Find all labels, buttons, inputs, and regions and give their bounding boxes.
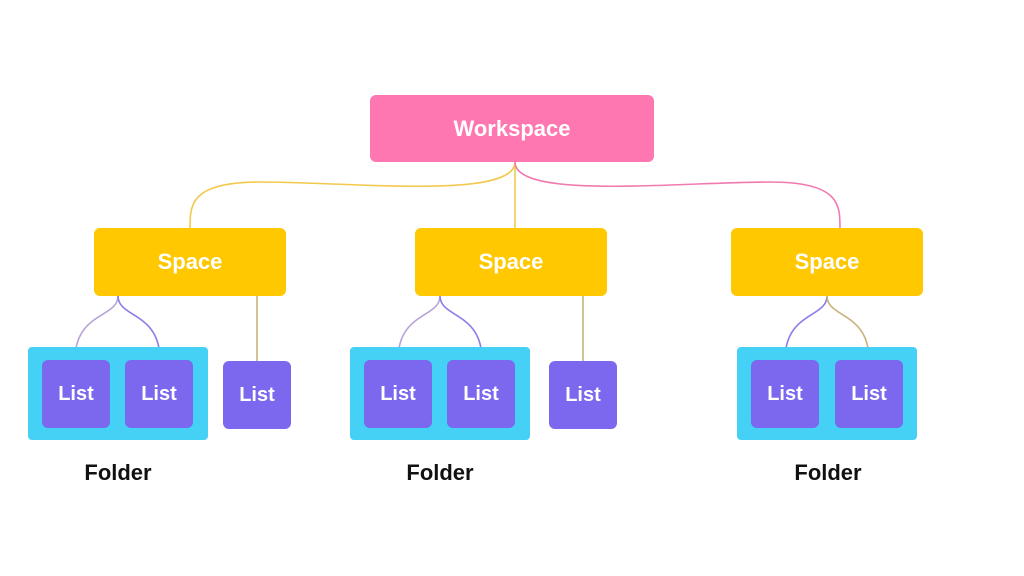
folder-label-1: Folder bbox=[84, 460, 152, 485]
space-label: Space bbox=[794, 249, 860, 274]
connector-space-2-list-1 bbox=[397, 295, 441, 361]
list-node: List bbox=[835, 360, 903, 428]
space-label: Space bbox=[157, 249, 223, 274]
space-node-2: Space bbox=[415, 228, 607, 296]
workspace-label: Workspace bbox=[453, 115, 571, 141]
connector-space-1-list-1 bbox=[74, 295, 119, 361]
list-node: List bbox=[42, 360, 110, 428]
list-label: List bbox=[851, 382, 887, 405]
space-node-1: Space bbox=[94, 228, 286, 296]
list-label: List bbox=[380, 382, 416, 405]
list-node: List bbox=[364, 360, 432, 428]
workspace-node: Workspace bbox=[370, 95, 654, 162]
list-node: List bbox=[125, 360, 193, 428]
connector-space-2-list-2 bbox=[439, 295, 483, 361]
folder-label-2: Folder bbox=[406, 460, 474, 485]
list-label: List bbox=[141, 382, 177, 405]
connector-space-3-list-2 bbox=[826, 295, 870, 361]
folder-label-3: Folder bbox=[794, 460, 862, 485]
space-node-3: Space bbox=[731, 228, 923, 296]
connector-workspace-space-3 bbox=[514, 161, 841, 229]
standalone-list-node-2: List bbox=[549, 361, 617, 429]
space-label: Space bbox=[478, 249, 544, 274]
list-node: List bbox=[751, 360, 819, 428]
connector-space-1-list-2 bbox=[117, 295, 161, 361]
connector-workspace-space-1 bbox=[189, 161, 516, 229]
list-label: List bbox=[239, 383, 275, 406]
list-node: List bbox=[447, 360, 515, 428]
standalone-list-node-1: List bbox=[223, 361, 291, 429]
connector-space-3-list-1 bbox=[784, 295, 828, 361]
list-label: List bbox=[565, 383, 601, 406]
list-label: List bbox=[58, 382, 94, 405]
list-label: List bbox=[767, 382, 803, 405]
list-label: List bbox=[463, 382, 499, 405]
